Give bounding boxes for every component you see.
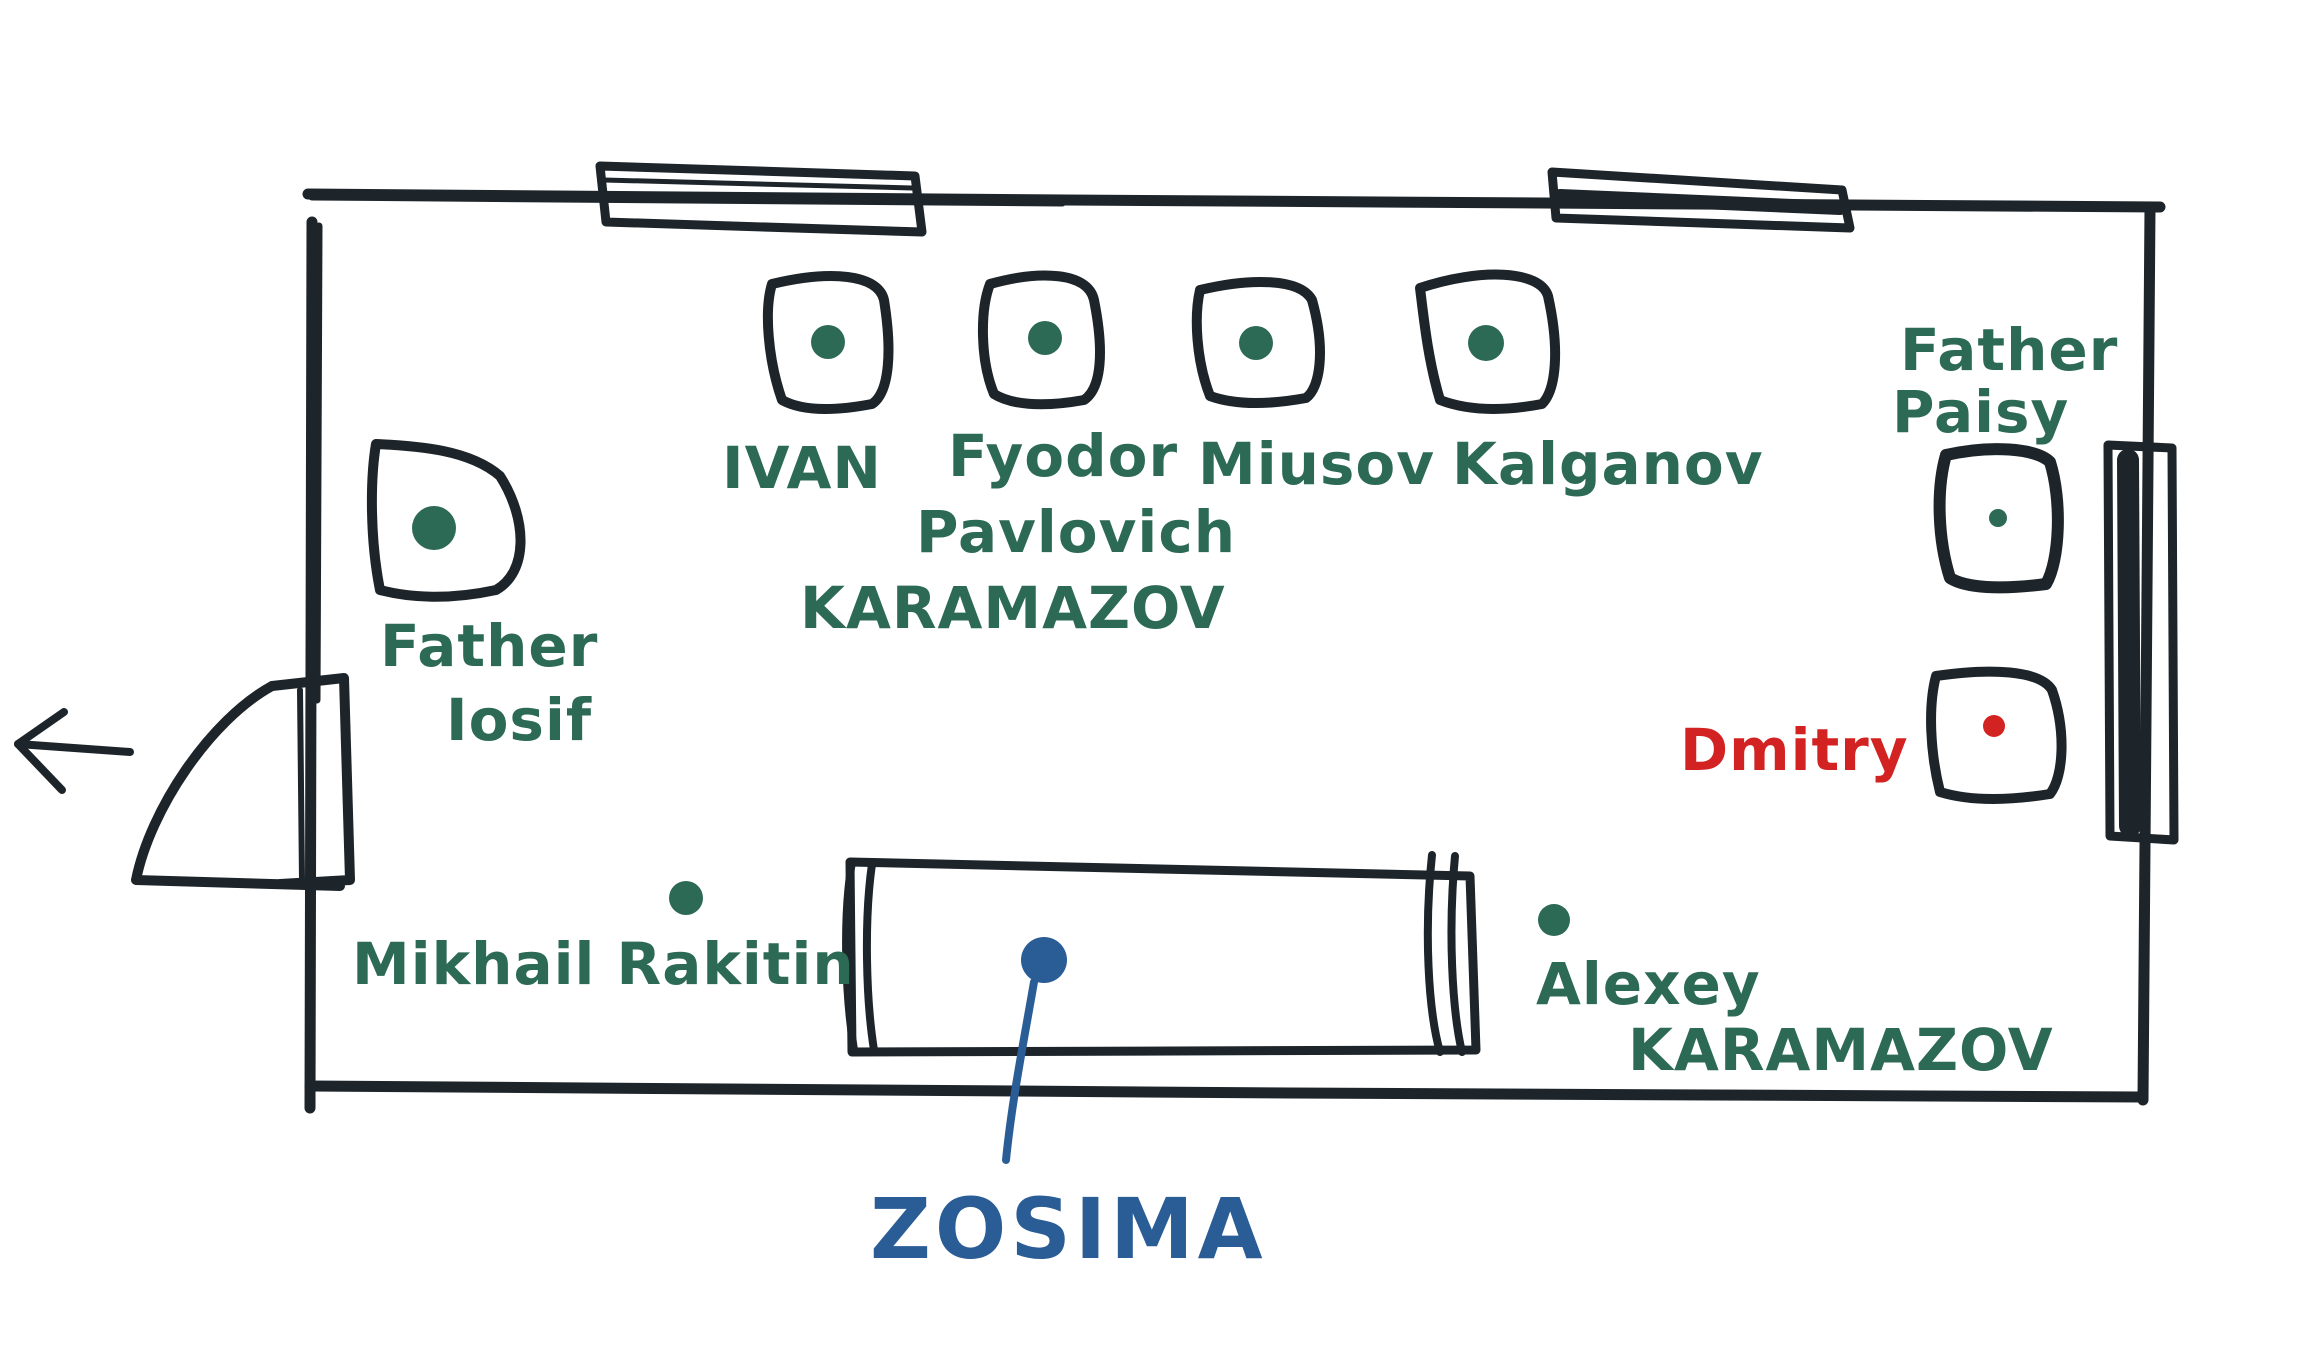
window-left: [595, 161, 927, 237]
person-dmitry-dot: [1983, 715, 2005, 737]
label-zosima: ZOSIMA: [870, 1180, 1267, 1278]
label-kalganov: Kalganov: [1452, 430, 1764, 498]
label-iosif: Father Iosif: [380, 612, 620, 754]
door-icon: [131, 673, 355, 891]
chair-dmitry: [1926, 666, 2067, 805]
label-rakitin: Mikhail Rakitin: [352, 930, 855, 998]
person-zosima-dot: [1021, 937, 1067, 983]
person-alexey-dot: [1538, 904, 1570, 936]
label-miusov: Miusov: [1198, 430, 1435, 498]
exit-arrow-icon: [14, 708, 134, 794]
label-dmitry: Dmitry: [1680, 716, 1909, 784]
label-alexey: Alexey KARAMAZOV: [1536, 950, 2054, 1084]
person-ivan-dot: [811, 325, 845, 359]
right-wall-window: [2103, 440, 2179, 845]
person-iosif-dot: [412, 506, 456, 550]
person-fyodor-dot: [1028, 321, 1062, 355]
table-icon: [842, 851, 1481, 1057]
zosima-pointer-line: [1002, 978, 1038, 1164]
label-ivan: IVAN: [722, 434, 882, 502]
window-right: [1547, 167, 1855, 233]
label-fyodor: Fyodor Pavlovich KARAMAZOV: [800, 422, 1257, 642]
chair-kalganov: [1415, 269, 1561, 414]
person-zosima: [1002, 937, 1067, 1164]
label-paisy: Father Paisy: [1892, 316, 2140, 446]
chair-miusov: [1191, 276, 1325, 409]
chair-ivan: [762, 271, 894, 414]
chair-fyodor: [977, 270, 1105, 410]
person-rakitin-dot: [669, 881, 703, 915]
person-miusov-dot: [1239, 326, 1273, 360]
person-kalganov-dot: [1468, 325, 1504, 361]
chair-paisy: [1933, 443, 2064, 594]
chair-iosif: [366, 439, 526, 602]
person-paisy-dot: [1989, 509, 2007, 527]
